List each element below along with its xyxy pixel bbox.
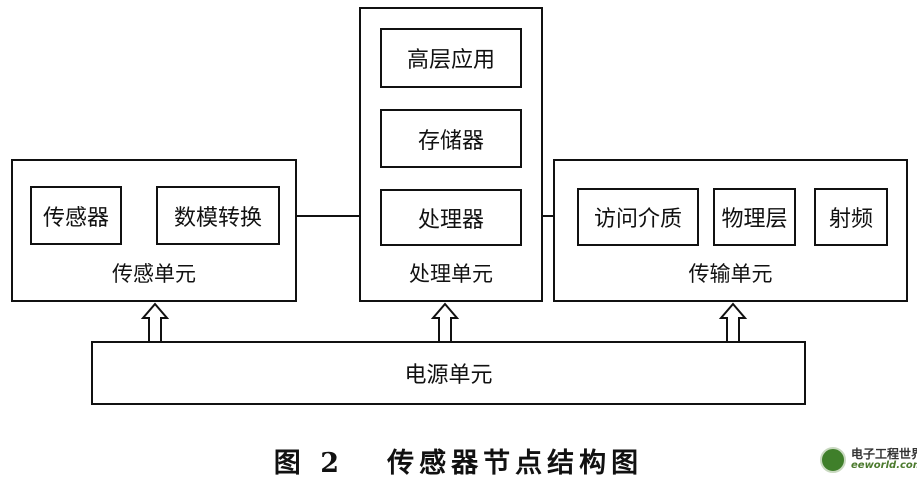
figure-caption: 图 2 传感器节点结构图 — [273, 448, 644, 479]
arrow-power-to-processing — [430, 302, 460, 343]
eeworld-logo-icon — [820, 447, 846, 473]
rf-block: 射频 — [814, 188, 888, 246]
logo-title: 电子工程世界 — [851, 447, 917, 461]
adc-block: 数模转换 — [156, 186, 280, 245]
arrow-power-to-sensing — [140, 302, 170, 343]
processing-unit-label: 处理单元 — [409, 262, 493, 286]
adc-label: 数模转换 — [173, 205, 262, 231]
storage-label: 存储器 — [417, 128, 484, 154]
storage-block: 存储器 — [380, 109, 522, 168]
sensing-unit-label: 传感单元 — [112, 262, 196, 286]
sensor-label: 传感器 — [42, 205, 109, 231]
rf-label: 射频 — [828, 207, 873, 232]
app-block: 高层应用 — [380, 28, 522, 88]
transmission-unit-label: 传输单元 — [688, 262, 773, 286]
processor-block: 处理器 — [380, 189, 522, 246]
mac-block: 访问介质 — [577, 188, 699, 246]
mac-label: 访问介质 — [593, 207, 682, 232]
app-label: 高层应用 — [406, 48, 495, 73]
processor-label: 处理器 — [417, 207, 484, 233]
arrow-power-to-transmission — [718, 302, 748, 343]
phy-block: 物理层 — [713, 188, 796, 246]
power-unit: 电源单元 — [91, 341, 806, 405]
logo-site: eeworld.com.cn — [851, 460, 917, 471]
phy-label: 物理层 — [721, 207, 788, 232]
eeworld-logo: 电子工程世界 eeworld.com.cn — [818, 443, 917, 477]
sensor-block: 传感器 — [30, 186, 122, 245]
power-unit-label: 电源单元 — [404, 363, 493, 388]
